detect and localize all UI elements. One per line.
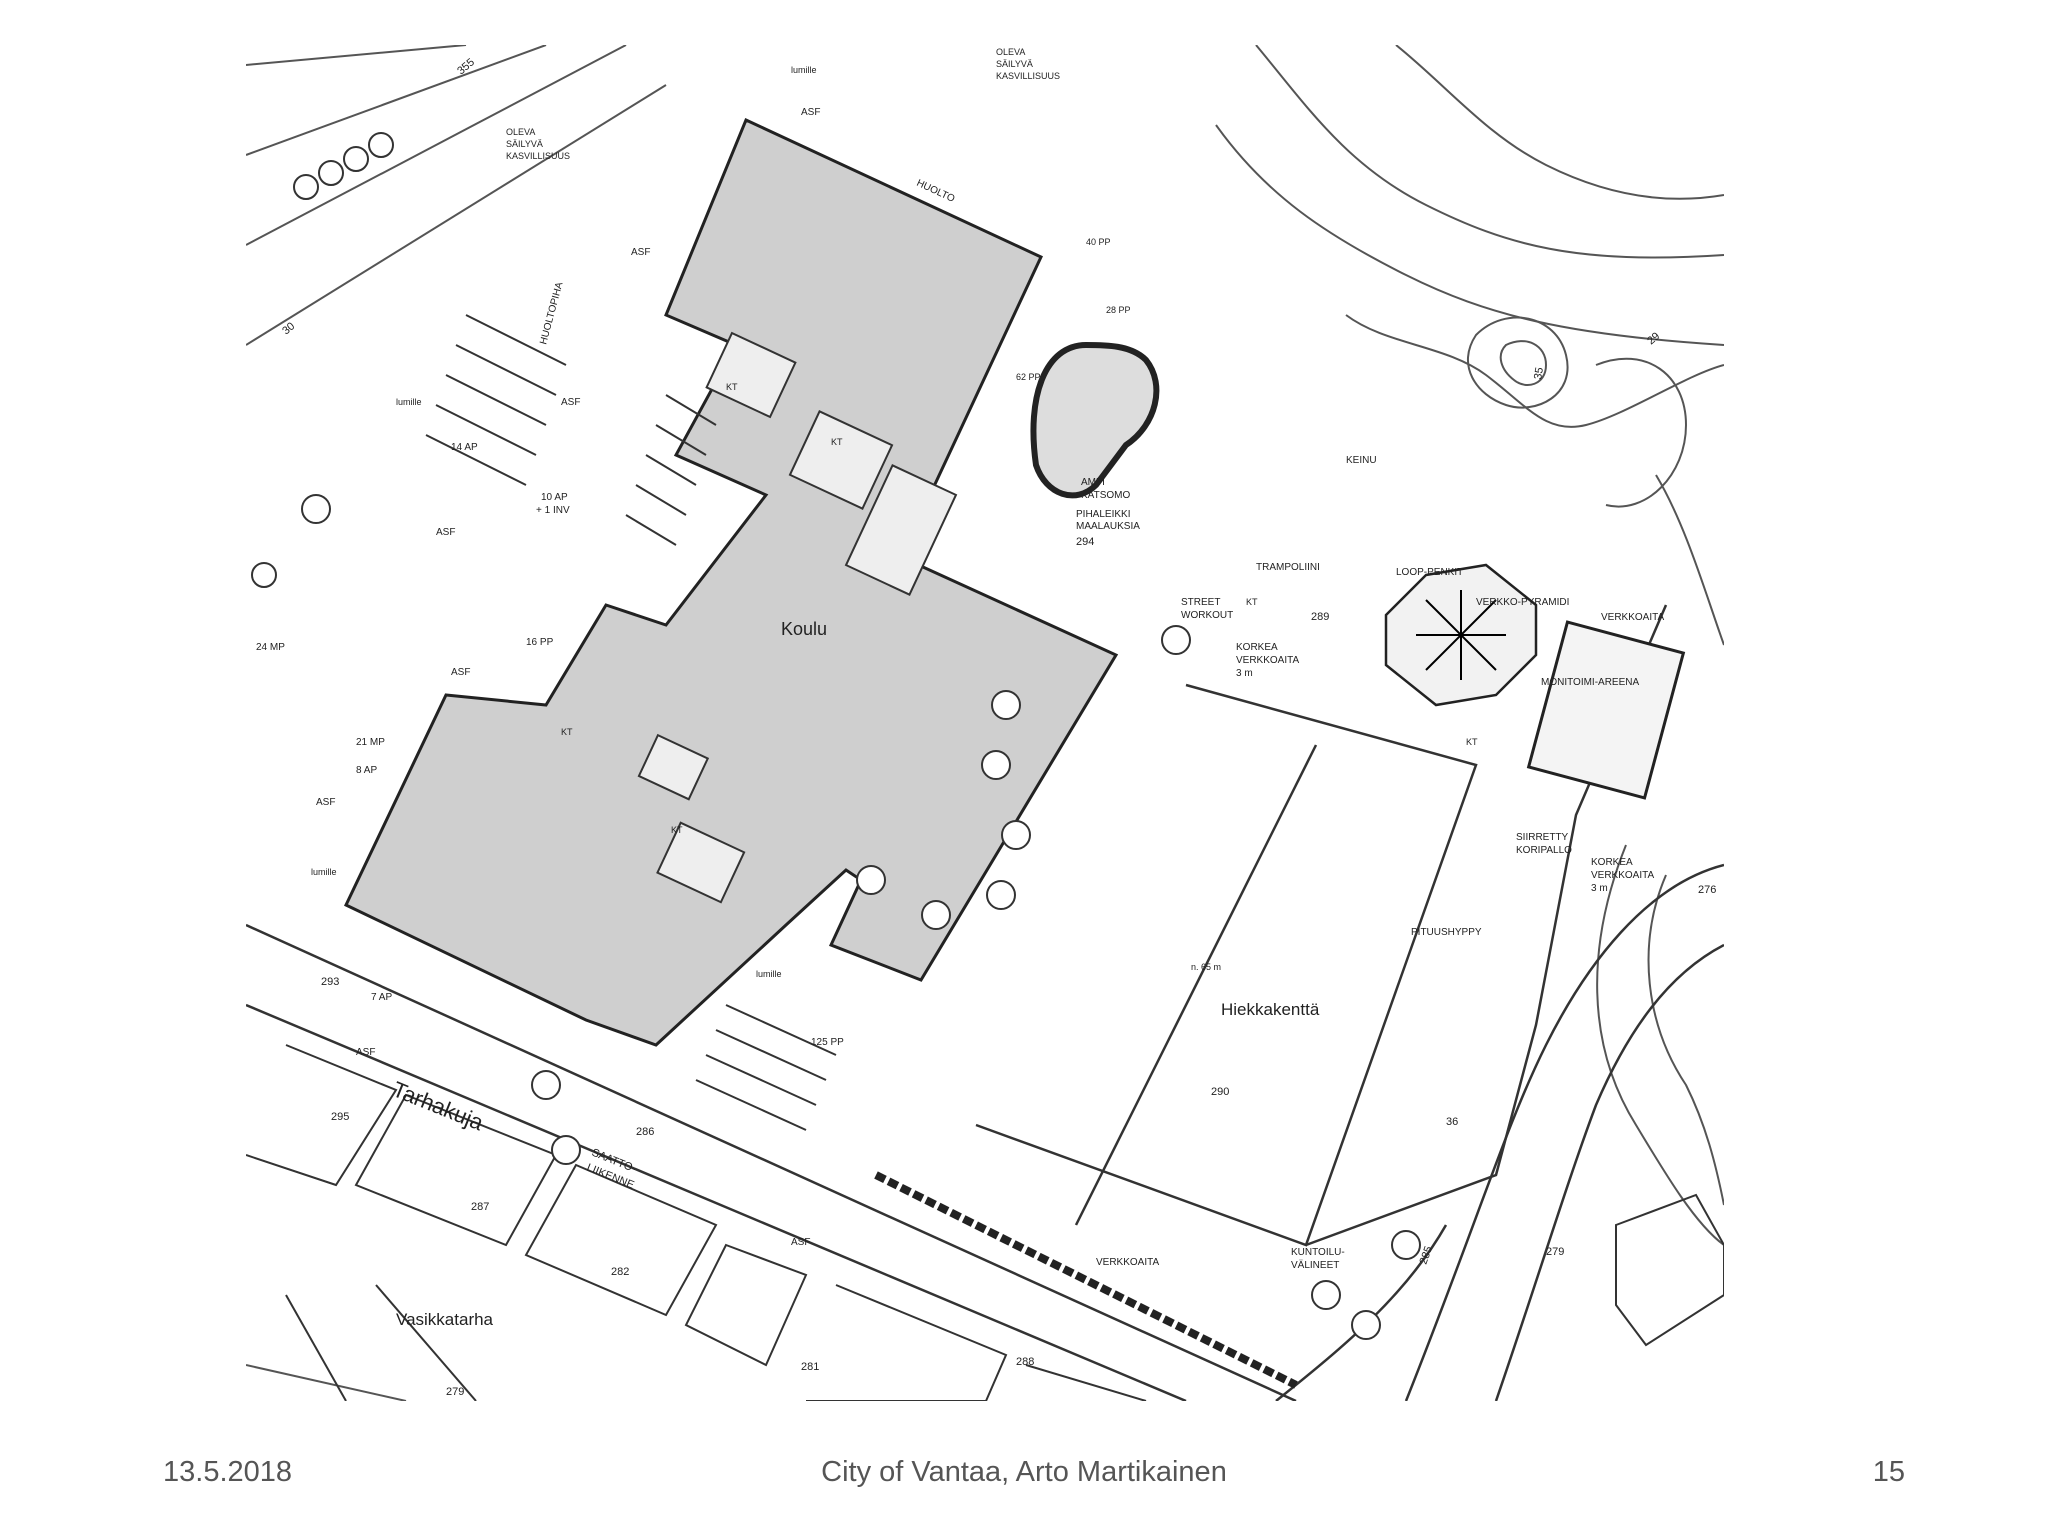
trees	[251, 132, 1421, 1340]
svg-text:35: 35	[1532, 366, 1546, 380]
svg-text:VERKKOAITA: VERKKOAITA	[1591, 870, 1654, 881]
svg-text:PITUUSHYPPY: PITUUSHYPPY	[1411, 927, 1482, 938]
svg-text:AMFI: AMFI	[1081, 477, 1105, 488]
svg-text:lumille: lumille	[396, 397, 422, 407]
svg-text:VERKKOAITA: VERKKOAITA	[1236, 655, 1299, 666]
svg-text:125 PP: 125 PP	[811, 1037, 844, 1048]
paved-entrances	[637, 331, 958, 904]
svg-text:OLEVA: OLEVA	[506, 127, 535, 137]
label-hiekkakentta: Hiekkakenttä	[1221, 1000, 1320, 1019]
svg-text:282: 282	[611, 1266, 629, 1278]
svg-text:KORIPALLO: KORIPALLO	[1516, 845, 1572, 856]
residential-parcels	[246, 1044, 1147, 1401]
svg-text:MONITOIMI-AREENA: MONITOIMI-AREENA	[1541, 677, 1639, 688]
footer-page-number: 15	[1872, 1456, 1905, 1488]
svg-text:ASF: ASF	[561, 397, 580, 408]
svg-text:287: 287	[471, 1201, 489, 1213]
svg-text:LOOP-PENKIT: LOOP-PENKIT	[1396, 567, 1463, 578]
parking-stalls	[425, 314, 837, 1131]
svg-text:279: 279	[1546, 1246, 1564, 1258]
svg-text:KEINU: KEINU	[1346, 455, 1377, 466]
svg-text:293: 293	[321, 976, 339, 988]
label-vasikkatarha: Vasikkatarha	[396, 1310, 494, 1329]
svg-text:KORKEA: KORKEA	[1236, 642, 1278, 653]
svg-text:KASVILLISUUS: KASVILLISUUS	[506, 151, 570, 161]
building-right	[1615, 1193, 1724, 1347]
svg-text:ASF: ASF	[316, 797, 335, 808]
svg-text:KT: KT	[1466, 737, 1478, 747]
svg-text:ASF: ASF	[631, 247, 650, 258]
amphitheatre	[1030, 341, 1160, 499]
svg-text:KT: KT	[1246, 597, 1258, 607]
svg-text:KT: KT	[726, 382, 738, 392]
svg-text:62 PP: 62 PP	[1016, 372, 1041, 382]
svg-text:TRAMPOLIINI: TRAMPOLIINI	[1256, 562, 1320, 573]
svg-text:KUNTOILU-: KUNTOILU-	[1291, 1247, 1345, 1258]
svg-text:MAALAUKSIA: MAALAUKSIA	[1076, 521, 1140, 532]
school-building	[344, 117, 1119, 1047]
svg-text:ASF: ASF	[451, 667, 470, 678]
svg-text:SÄILYVÄ: SÄILYVÄ	[996, 59, 1033, 69]
svg-text:8 AP: 8 AP	[356, 765, 377, 776]
footer-credit: City of Vantaa, Arto Martikainen	[821, 1456, 1227, 1488]
net-pyramid	[1416, 590, 1506, 680]
svg-text:lumille: lumille	[791, 65, 817, 75]
svg-text:STREET: STREET	[1181, 597, 1220, 608]
svg-text:SIIRRETTY: SIIRRETTY	[1516, 832, 1569, 843]
svg-text:ASF: ASF	[356, 1047, 375, 1058]
svg-text:KT: KT	[831, 437, 843, 447]
svg-text:3 m: 3 m	[1236, 668, 1253, 679]
terrain-contours	[246, 45, 1724, 1401]
svg-text:286: 286	[636, 1126, 654, 1138]
svg-text:28 PP: 28 PP	[1106, 305, 1131, 315]
svg-text:VERKKO-PYRAMIDI: VERKKO-PYRAMIDI	[1476, 597, 1569, 608]
multi-arena	[1526, 620, 1686, 800]
svg-text:OLEVA: OLEVA	[996, 47, 1025, 57]
svg-text:281: 281	[801, 1361, 819, 1373]
svg-text:+ 1 INV: + 1 INV	[536, 505, 570, 516]
svg-text:lumille: lumille	[311, 867, 337, 877]
svg-text:KT: KT	[671, 825, 683, 835]
svg-text:295: 295	[331, 1111, 349, 1123]
svg-text:PIHALEIKKI: PIHALEIKKI	[1076, 509, 1130, 520]
svg-text:KT: KT	[561, 727, 573, 737]
svg-text:10 AP: 10 AP	[541, 492, 568, 503]
svg-text:lumille: lumille	[756, 969, 782, 979]
svg-text:VERKKOAITA: VERKKOAITA	[1601, 612, 1664, 623]
svg-text:285: 285	[1418, 1245, 1436, 1266]
svg-text:276: 276	[1698, 884, 1716, 896]
svg-text:290: 290	[1211, 1086, 1229, 1098]
svg-text:KASVILLISUUS: KASVILLISUUS	[996, 71, 1060, 81]
svg-text:40 PP: 40 PP	[1086, 237, 1111, 247]
svg-text:KATSOMO: KATSOMO	[1081, 490, 1130, 501]
site-plan-map: Koulu Hiekkakenttä Tarhakuja Vasikkatarh…	[246, 45, 1724, 1401]
svg-text:289: 289	[1311, 611, 1329, 623]
svg-text:24 MP: 24 MP	[256, 642, 285, 653]
svg-text:294: 294	[1076, 536, 1094, 548]
svg-text:279: 279	[446, 1386, 464, 1398]
svg-text:VERKKOAITA: VERKKOAITA	[1096, 1257, 1159, 1268]
label-koulu: Koulu	[781, 619, 827, 639]
svg-text:3 m: 3 m	[1591, 883, 1608, 894]
road-outlines	[246, 863, 1724, 1401]
svg-text:ASF: ASF	[801, 107, 820, 118]
svg-text:ASF: ASF	[436, 527, 455, 538]
svg-text:36: 36	[1446, 1116, 1458, 1128]
footer-date: 13.5.2018	[163, 1456, 293, 1488]
svg-text:16 PP: 16 PP	[526, 637, 554, 648]
svg-text:ASF: ASF	[791, 1237, 810, 1248]
svg-text:n. 65 m: n. 65 m	[1191, 962, 1221, 972]
fence-line	[874, 1171, 1298, 1389]
svg-text:7 AP: 7 AP	[371, 992, 392, 1003]
svg-text:14 AP: 14 AP	[451, 442, 478, 453]
svg-text:21 MP: 21 MP	[356, 737, 385, 748]
svg-text:KORKEA: KORKEA	[1591, 857, 1633, 868]
svg-text:SÄILYVÄ: SÄILYVÄ	[506, 139, 543, 149]
svg-text:VÄLINEET: VÄLINEET	[1291, 1259, 1339, 1271]
svg-text:288: 288	[1016, 1356, 1034, 1368]
svg-text:WORKOUT: WORKOUT	[1181, 610, 1233, 621]
